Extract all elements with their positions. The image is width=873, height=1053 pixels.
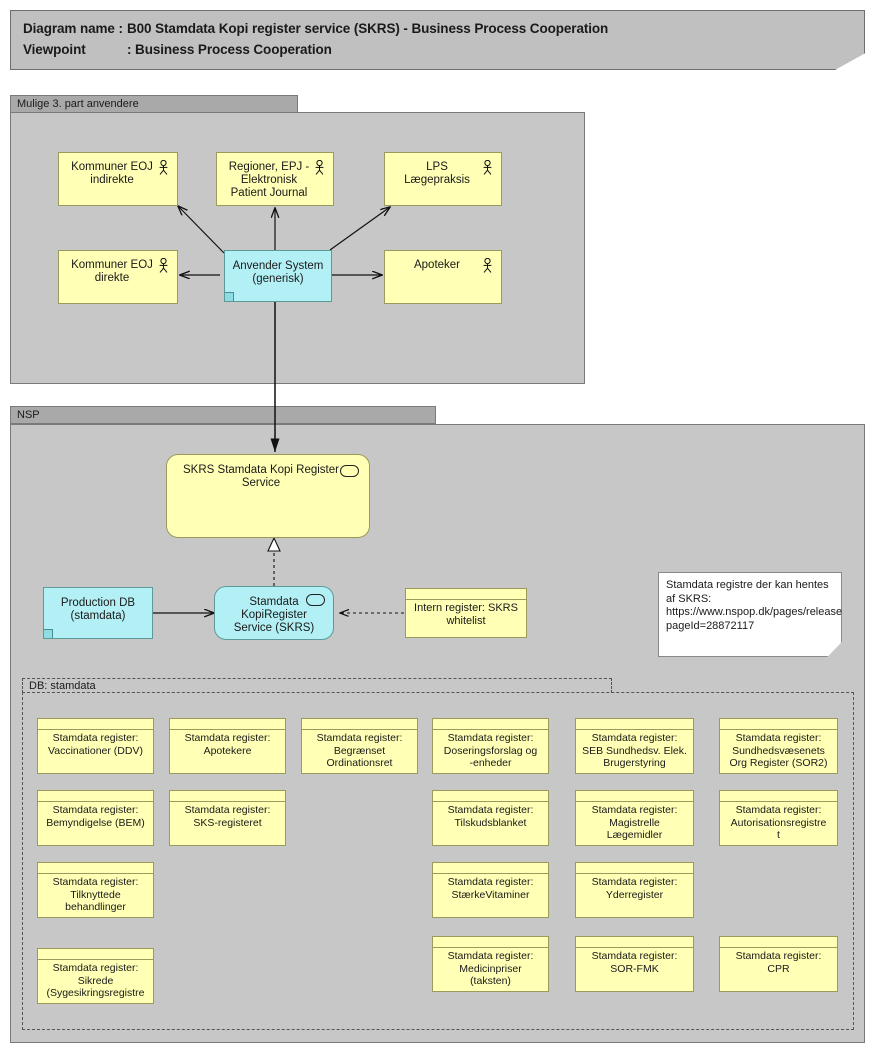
register-header-strip <box>576 863 693 874</box>
component-label: Production DB (stamdata) <box>60 597 136 622</box>
actor-kommuner-eoj-indirekte[interactable]: Kommuner EOJ indirekte <box>58 152 178 206</box>
actor-icon <box>483 258 492 273</box>
register-box[interactable]: Stamdata register: Yderregister <box>575 862 694 918</box>
register-label: Stamdata register: StærkeVitaminer <box>447 876 534 901</box>
register-header-strip <box>38 949 153 960</box>
application-service-icon <box>340 465 359 477</box>
register-box[interactable]: Stamdata register: CPR <box>719 936 838 992</box>
register-header-strip <box>433 937 548 948</box>
actor-lps-laegepraksis[interactable]: LPS Lægepraksis <box>384 152 502 206</box>
register-header-strip <box>720 791 837 802</box>
register-header-strip <box>720 719 837 730</box>
register-header-strip <box>170 791 285 802</box>
group-tab-third-party: Mulige 3. part anvendere <box>10 95 298 113</box>
group-tab-nsp: NSP <box>10 406 436 424</box>
actor-label: Apoteker <box>413 259 461 271</box>
register-header-strip <box>720 937 837 948</box>
register-box[interactable]: Stamdata register: Bemyndigelse (BEM) <box>37 790 154 846</box>
register-header-strip <box>576 791 693 802</box>
register-label: Stamdata register: Magistrelle Lægemidle… <box>591 804 678 841</box>
register-box[interactable]: Stamdata register: StærkeVitaminer <box>432 862 549 918</box>
register-header-strip <box>38 791 153 802</box>
register-box[interactable]: Stamdata register: Sundhedsvæsenets Org … <box>719 718 838 774</box>
actor-label: Kommuner EOJ indirekte <box>71 161 153 186</box>
register-header-strip <box>170 719 285 730</box>
register-box[interactable]: Stamdata register: Doseringsforslag og -… <box>432 718 549 774</box>
actor-label: Regioner, EPJ - Elektronisk Patient Jour… <box>228 161 310 199</box>
register-box[interactable]: Stamdata register: Tilknyttede behandlin… <box>37 862 154 918</box>
register-header-strip <box>576 937 693 948</box>
diagram-title-header: Diagram name : B00 Stamdata Kopi register… <box>10 10 865 70</box>
register-label: Stamdata register: Begrænset Ordinations… <box>316 732 403 769</box>
actor-icon <box>159 258 168 273</box>
register-label: Stamdata register: CPR <box>735 950 822 975</box>
component-label: Anvender System (generisk) <box>232 260 324 285</box>
register-header-strip <box>433 791 548 802</box>
actor-icon <box>159 160 168 175</box>
application-service-icon <box>306 594 325 606</box>
service-label: Stamdata KopiRegister Service (SKRS) <box>233 596 315 634</box>
register-box[interactable]: Stamdata register: SEB Sundhedsv. Elek. … <box>575 718 694 774</box>
db-stamdata-tab: DB: stamdata <box>22 678 612 693</box>
actor-regioner-epj[interactable]: Regioner, EPJ - Elektronisk Patient Jour… <box>216 152 334 206</box>
component-production-db[interactable]: Production DB (stamdata) <box>43 587 153 639</box>
register-label: Stamdata register: Doseringsforslag og -… <box>443 732 538 769</box>
register-label: Stamdata register: Tilknyttede behandlin… <box>52 876 139 913</box>
register-label: Stamdata register: SKS-registeret <box>184 804 271 829</box>
diagram-name-line: Diagram name : B00 Stamdata Kopi register… <box>23 21 608 36</box>
register-box[interactable]: Stamdata register: SKS-registeret <box>169 790 286 846</box>
actor-label: LPS Lægepraksis <box>404 161 470 186</box>
register-header-strip <box>433 719 548 730</box>
register-header-strip <box>302 719 417 730</box>
register-label: Stamdata register: SOR-FMK <box>591 950 678 975</box>
actor-icon <box>315 160 324 175</box>
register-box[interactable]: Stamdata register: Vaccinationer (DDV) <box>37 718 154 774</box>
register-label: Intern register: SKRS whitelist <box>414 602 518 627</box>
register-label: Stamdata register: Bemyndigelse (BEM) <box>46 804 145 829</box>
register-label: Stamdata register: Tilskudsblanket <box>447 804 534 829</box>
register-header-strip <box>38 719 153 730</box>
register-box[interactable]: Stamdata register: Apotekere <box>169 718 286 774</box>
actor-kommuner-eoj-direkte[interactable]: Kommuner EOJ direkte <box>58 250 178 304</box>
register-box[interactable]: Stamdata register: Begrænset Ordinations… <box>301 718 418 774</box>
register-box[interactable]: Stamdata register: SOR-FMK <box>575 936 694 992</box>
register-header-strip <box>406 589 526 600</box>
register-label: Stamdata register: Medicinpriser (takste… <box>447 950 534 987</box>
register-label: Stamdata register: Autorisationsregistre… <box>730 804 827 841</box>
note-skrs-registre: Stamdata registre der kan hentes af SKRS… <box>658 572 842 657</box>
register-box[interactable]: Stamdata register: Tilskudsblanket <box>432 790 549 846</box>
db-stamdata-container <box>22 692 854 1030</box>
register-header-strip <box>38 863 153 874</box>
register-label: Stamdata register: Sikrede (Sygesikrings… <box>46 962 145 999</box>
service-skrs-stamdata-kopi-register[interactable]: SKRS Stamdata Kopi Register Service <box>166 454 370 538</box>
register-label: Stamdata register: SEB Sundhedsv. Elek. … <box>582 732 687 769</box>
register-label: Stamdata register: Yderregister <box>591 876 678 901</box>
register-label: Stamdata register: Vaccinationer (DDV) <box>48 732 143 757</box>
register-intern-skrs-whitelist[interactable]: Intern register: SKRS whitelist <box>405 588 527 638</box>
register-label: Stamdata register: Sundhedsvæsenets Org … <box>729 732 828 769</box>
viewpoint-key: Viewpoint <box>23 42 86 57</box>
viewpoint-value: : Business Process Cooperation <box>127 42 332 57</box>
register-box[interactable]: Stamdata register: Autorisationsregistre… <box>719 790 838 846</box>
register-box[interactable]: Stamdata register: Sikrede (Sygesikrings… <box>37 948 154 1004</box>
service-stamdata-kopiregister[interactable]: Stamdata KopiRegister Service (SKRS) <box>214 586 334 640</box>
register-header-strip <box>576 719 693 730</box>
viewpoint-line: Viewpoint : Business Process Cooperation <box>23 42 332 57</box>
diagram-name-key: Diagram name : <box>23 21 123 36</box>
actor-apoteker[interactable]: Apoteker <box>384 250 502 304</box>
register-box[interactable]: Stamdata register: Magistrelle Lægemidle… <box>575 790 694 846</box>
register-header-strip <box>433 863 548 874</box>
diagram-name-value: B00 Stamdata Kopi register service (SKRS… <box>127 21 609 36</box>
register-box[interactable]: Stamdata register: Medicinpriser (takste… <box>432 936 549 992</box>
register-label: Stamdata register: Apotekere <box>184 732 271 757</box>
actor-icon <box>483 160 492 175</box>
component-anvender-system[interactable]: Anvender System (generisk) <box>224 250 332 302</box>
service-label: SKRS Stamdata Kopi Register Service <box>183 464 339 489</box>
actor-label: Kommuner EOJ direkte <box>71 259 153 284</box>
